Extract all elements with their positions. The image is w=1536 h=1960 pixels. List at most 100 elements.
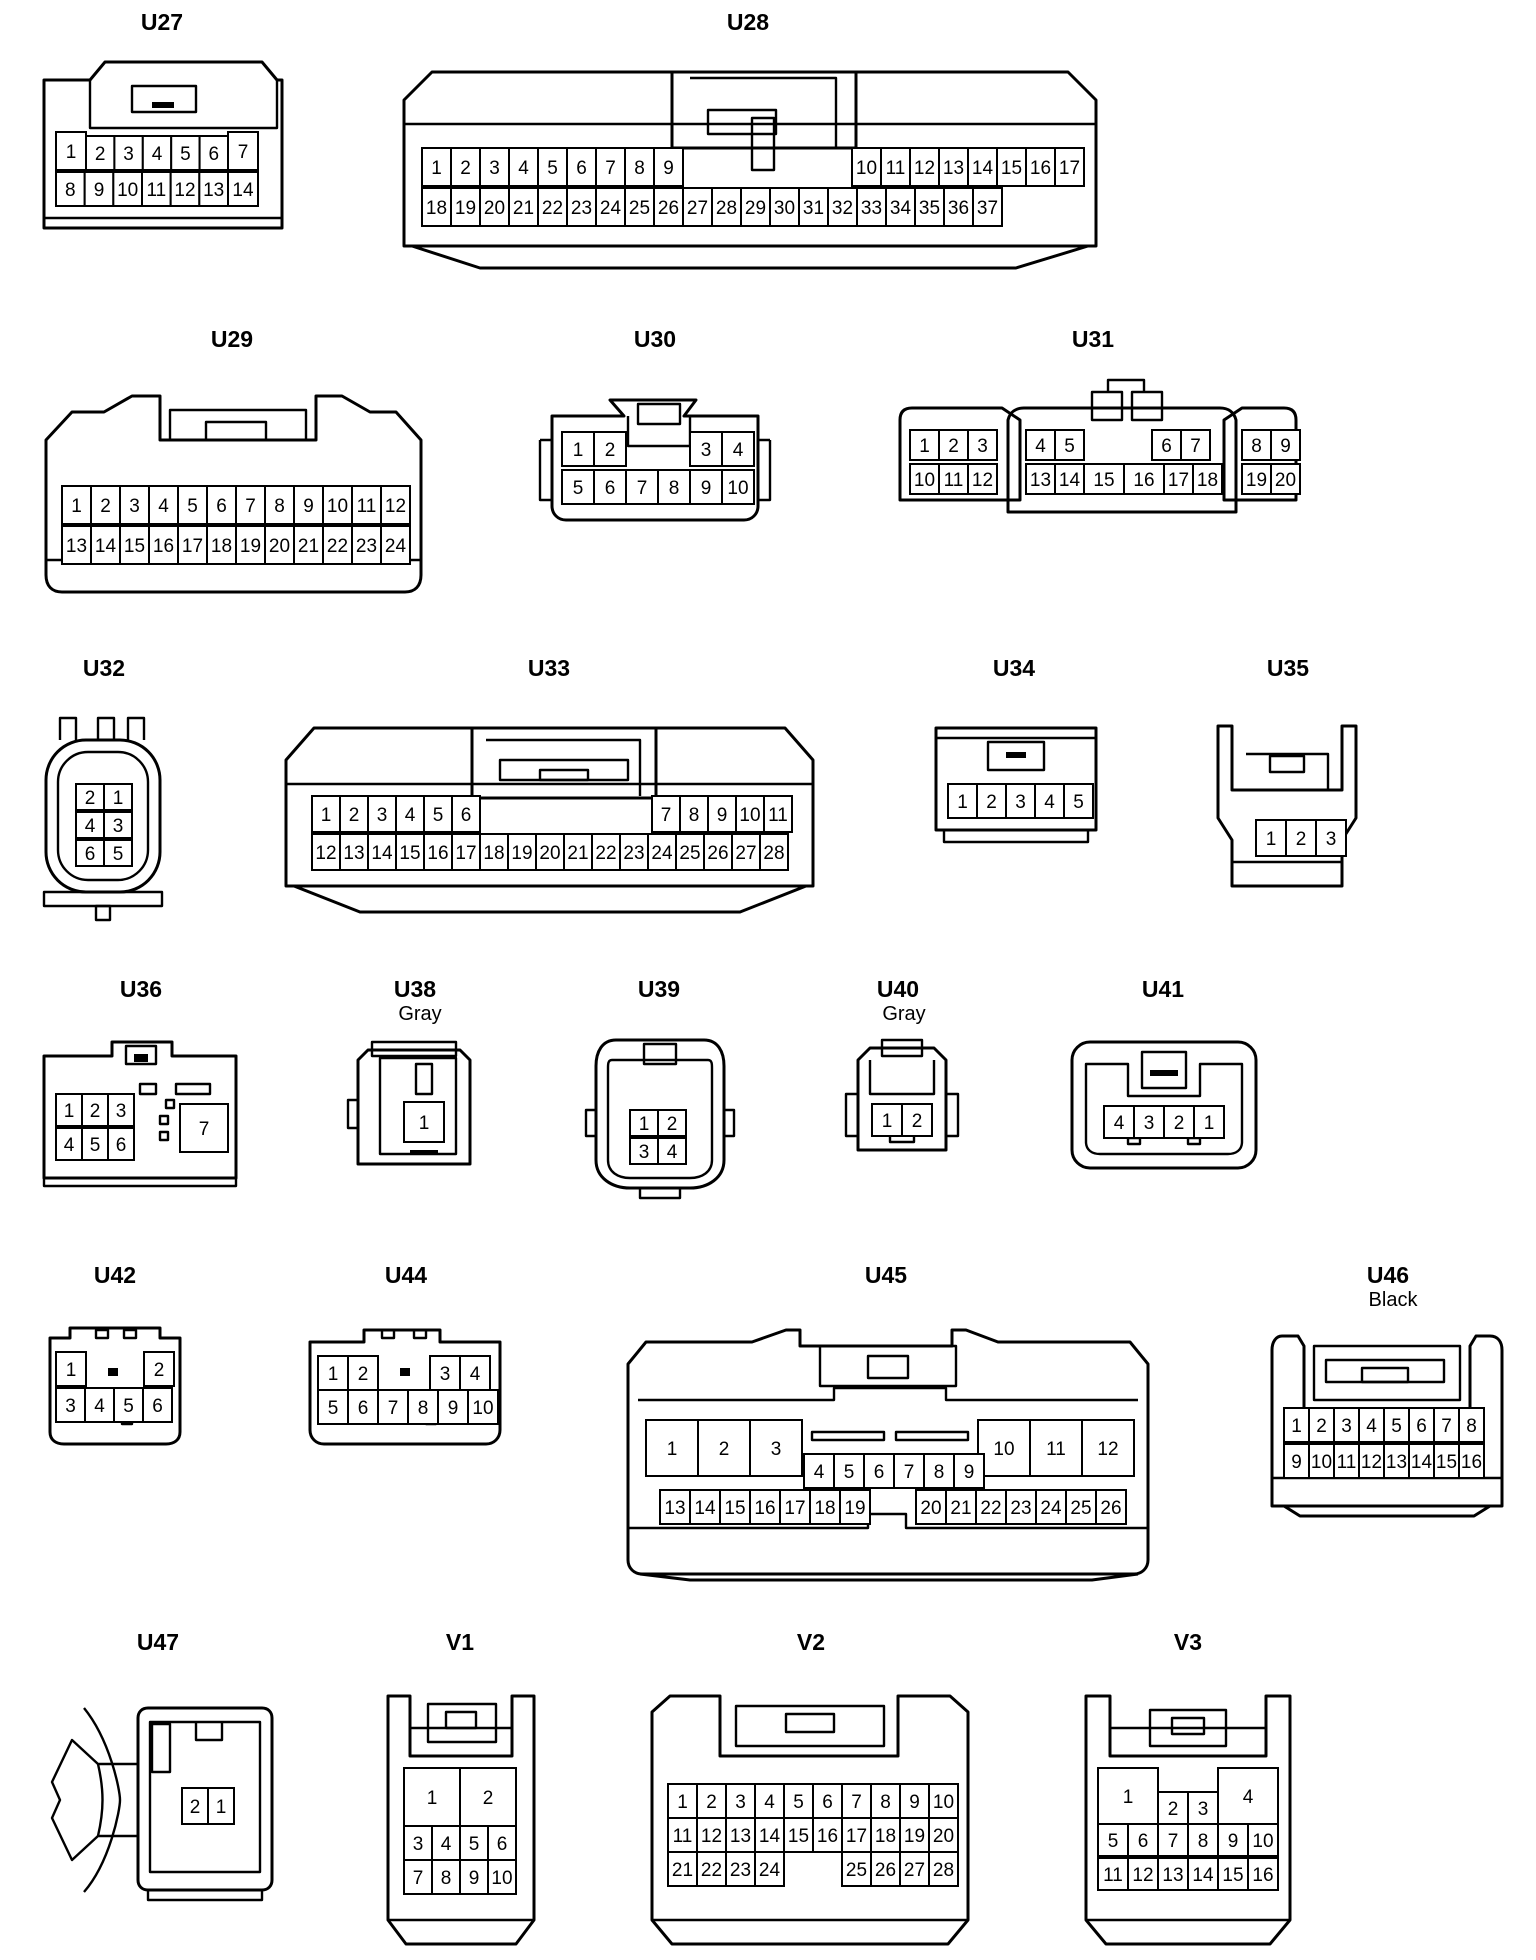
pin-cavity: 4 (1034, 783, 1065, 819)
pin-number: 10 (491, 1868, 512, 1889)
pin-number: 16 (1252, 1865, 1273, 1886)
pin-cell (311, 795, 341, 833)
pin-cavity: 8 (870, 1783, 901, 1819)
pin-number: 21 (513, 198, 534, 219)
pin-cavity: 16 (148, 525, 179, 565)
pin-cell (689, 469, 723, 505)
pin-number: 9 (448, 1398, 459, 1419)
pin-number: 11 (146, 180, 166, 201)
connector-title: U34 (993, 655, 1035, 681)
connector-title: U35 (1267, 655, 1309, 681)
pin-number: 2 (912, 1111, 923, 1132)
pin-cell (169, 171, 201, 207)
pin-number: 9 (1280, 436, 1291, 457)
pin-cavity: 10 (721, 469, 755, 505)
pin-cavity: 8 (407, 1389, 439, 1425)
pin-cell (657, 1109, 687, 1137)
pin-cavity: 32 (827, 187, 858, 227)
pin-number: 10 (727, 478, 748, 499)
pin-number: 2 (719, 1439, 730, 1460)
pin-number: 13 (343, 843, 364, 864)
pin-number: 6 (497, 1834, 508, 1855)
pin-cavity: 16 (749, 1489, 781, 1525)
pin-number: 4 (405, 805, 416, 826)
pin-cavity: 4 (459, 1355, 491, 1391)
pin-cell (1095, 1489, 1127, 1525)
pin-number: 1 (419, 1113, 430, 1134)
pin-cavity: 7 (1180, 429, 1211, 461)
pin-number: 8 (880, 1792, 891, 1813)
pin-cell (322, 485, 353, 525)
pin-cell (721, 431, 755, 467)
pin-cavity: 7 (841, 1783, 872, 1819)
pin-cavity: 5 (423, 795, 453, 833)
pin-number: 1 (1266, 829, 1277, 850)
pin-cell (657, 1137, 687, 1165)
pin-cavity: 15 (1217, 1857, 1249, 1891)
pin-number: 20 (1275, 470, 1296, 491)
pin-number: 2 (1174, 1113, 1185, 1134)
pin-cavity: 3 (1315, 819, 1347, 857)
pin-number: 17 (1059, 158, 1080, 179)
pin-cavity: 5 (103, 839, 133, 867)
pin-number: 14 (1059, 470, 1081, 491)
pin-number: 8 (669, 478, 680, 499)
pin-number: 4 (518, 158, 529, 179)
pin-cavity: 6 (1151, 429, 1182, 461)
pin-cell (856, 187, 887, 227)
pin-cell (1097, 1857, 1129, 1891)
pin-cavity: 20 (264, 525, 295, 565)
pin-cell (1083, 463, 1125, 495)
pin-number: 12 (701, 1826, 722, 1847)
pin-number: 5 (90, 1135, 101, 1156)
pin-cell (535, 833, 565, 871)
pin-number: 14 (232, 180, 254, 201)
connector-title: U28 (727, 9, 769, 35)
pin-number: 1 (667, 1439, 678, 1460)
pin-cavity: 11 (141, 171, 172, 207)
pin-number: 10 (1311, 1452, 1332, 1473)
pin-number: 9 (1291, 1452, 1302, 1473)
pin-cell (1458, 1443, 1485, 1479)
pin-number: 16 (1461, 1452, 1482, 1473)
pin-cavity: 1 (207, 1787, 235, 1825)
pin-cell (1180, 429, 1211, 461)
pin-cell (947, 783, 978, 819)
pin-number: 25 (679, 843, 700, 864)
pin-cavity: 13 (1157, 1857, 1189, 1891)
pin-cavity: 11 (1029, 1419, 1083, 1477)
pin-cavity: 20 (535, 833, 565, 871)
pin-cell (113, 135, 144, 171)
pin-cell (803, 1453, 835, 1489)
pin-cavity: 9 (899, 1783, 930, 1819)
pin-cavity: 3 (1133, 1105, 1165, 1139)
pin-number: 1 (882, 1111, 893, 1132)
pin-cavity: 7 (227, 131, 259, 171)
pin-cell (107, 1127, 135, 1161)
pin-cell (322, 525, 353, 565)
pin-cavity: 8 (679, 795, 709, 833)
pin-number: 12 (1132, 1865, 1153, 1886)
pin-cell (996, 147, 1027, 187)
pin-number: 22 (701, 1860, 722, 1881)
pin-cell (749, 1489, 781, 1525)
pin-number: 2 (349, 805, 360, 826)
connector-title: U46 (1367, 1262, 1409, 1288)
pin-cavity: 19 (235, 525, 266, 565)
pin-number: 10 (739, 805, 760, 826)
pin-number: 2 (100, 496, 111, 517)
pin-number: 15 (124, 536, 145, 557)
pin-cell (725, 1817, 756, 1853)
pin-cavity: 26 (870, 1851, 901, 1887)
pin-cavity: 1 (1255, 819, 1287, 857)
pin-number: 15 (1436, 1452, 1457, 1473)
pin-number: 7 (637, 478, 648, 499)
pin-cavity: 15 (996, 147, 1027, 187)
pin-cell (84, 1387, 115, 1423)
pin-cavity: 23 (1005, 1489, 1037, 1525)
pin-cell (317, 1389, 349, 1425)
